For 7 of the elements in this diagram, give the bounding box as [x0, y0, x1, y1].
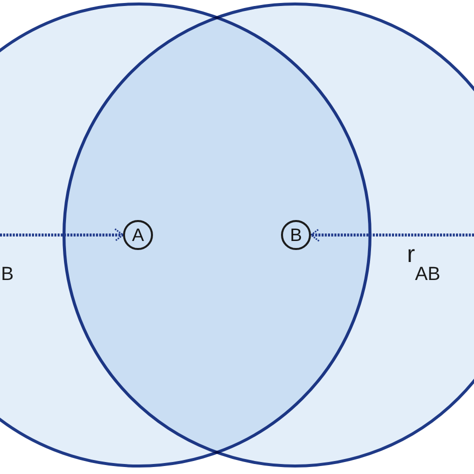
- point-circle: [281, 220, 311, 250]
- point-letter: B: [290, 226, 302, 244]
- radius-arrow: [0, 228, 124, 242]
- radius-arrow: [310, 228, 474, 242]
- radius-label: B: [1, 265, 14, 284]
- point-letter: A: [132, 226, 144, 244]
- point-circle: [123, 220, 153, 250]
